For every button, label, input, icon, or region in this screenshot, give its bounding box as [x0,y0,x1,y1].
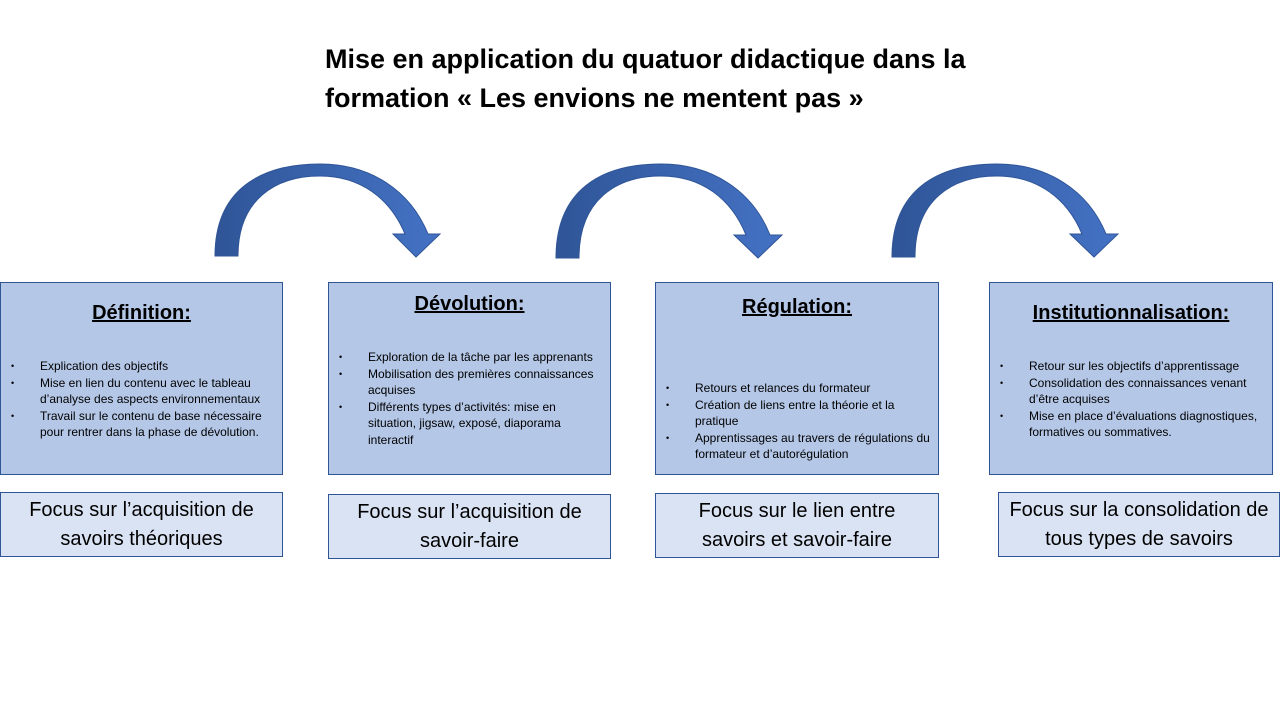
list-item: •Exploration de la tâche par les apprena… [339,350,593,364]
list-item: •Explication des objectifs [11,359,169,373]
curved-arrow-2 [555,163,784,259]
bullet-icon: • [666,432,670,443]
bullet-list: •Exploration de la tâche par les apprena… [339,349,602,448]
bullet-icon: • [1000,361,1004,371]
curved-arrow-3 [891,163,1120,258]
stage-heading: Définition: [92,302,191,324]
list-item: •Différents types d’activités: mise en s… [339,399,561,447]
bullet-icon: • [1000,410,1004,421]
bullet-icon: • [11,410,15,421]
stage-heading: Régulation: [742,296,852,318]
list-item: •Mise en place d’évaluations diagnostiqu… [1000,408,1258,440]
focus-box-devolution: Focus sur l’acquisition de savoir-faire [328,494,611,559]
bullet-icon: • [339,401,343,412]
title-line-1: Mise en application du quatuor didactiqu… [325,44,966,74]
stage-box-devolution: Dévolution: •Exploration de la tâche par… [328,282,611,475]
focus-box-regulation: Focus sur le lien entre savoirs et savoi… [655,493,939,558]
list-item: •Mobilisation des premières connaissance… [339,366,594,398]
stage-box-regulation: Régulation: •Retours et relances du form… [655,282,939,475]
bullet-list: •Retours et relances du formateur •Créat… [666,380,930,463]
bullet-icon: • [11,361,15,371]
stage-heading: Dévolution: [414,293,525,315]
list-item: •Mise en lien du contenu avec le tableau… [11,375,261,407]
curved-arrow-1 [214,163,442,258]
bullet-icon: • [339,368,343,379]
bullet-icon: • [339,352,343,362]
list-item: •Retours et relances du formateur [666,381,871,395]
bullet-icon: • [1000,377,1004,388]
focus-box-institutionnalisation: Focus sur la consolidation de tous types… [998,492,1280,557]
bullet-icon: • [11,377,15,388]
bullet-list: •Retour sur les objectifs d’apprentissag… [1000,358,1264,441]
stage-box-definition: Définition: •Explication des objectifs •… [0,282,283,475]
bullet-list: •Explication des objectifs •Mise en lien… [11,358,274,441]
list-item: •Travail sur le contenu de base nécessai… [11,408,262,440]
focus-box-definition: Focus sur l’acquisition de savoirs théor… [0,492,283,557]
diagram-title: Mise en application du quatuor didactiqu… [325,40,1045,118]
title-line-2: formation « Les envions ne mentent pas » [325,83,864,113]
list-item: •Retour sur les objectifs d’apprentissag… [1000,359,1240,373]
stage-box-institutionnalisation: Institutionnalisation: •Retour sur les o… [989,282,1273,475]
list-item: •Consolidation des connaissances venant … [1000,375,1247,407]
stage-heading: Institutionnalisation: [1032,302,1230,324]
list-item: •Création de liens entre la théorie et l… [666,397,895,429]
bullet-icon: • [666,383,670,393]
bullet-icon: • [666,399,670,410]
list-item: •Apprentissages au travers de régulation… [666,430,930,462]
